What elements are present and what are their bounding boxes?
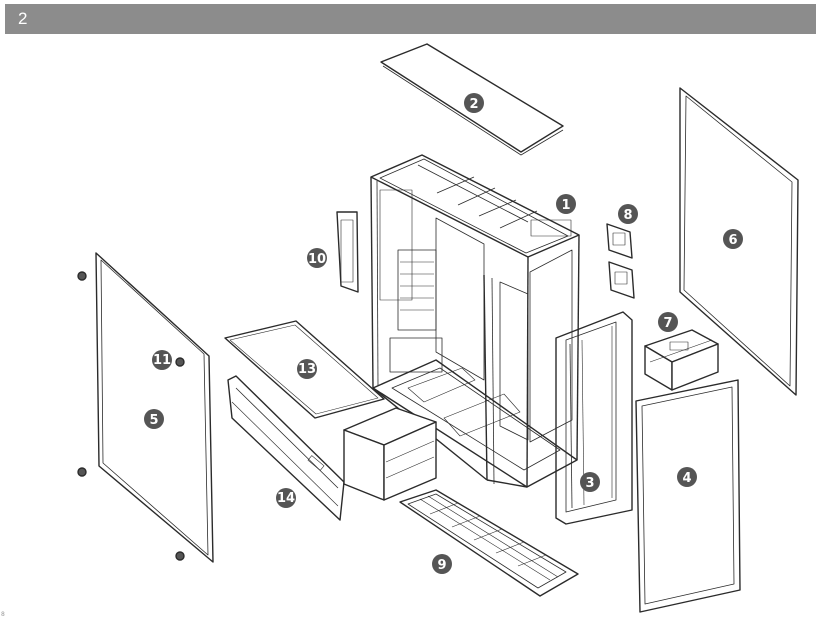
- callout-11: 11: [152, 350, 172, 370]
- svg-text:4: 4: [682, 471, 691, 486]
- svg-text:10: 10: [308, 252, 326, 267]
- svg-text:14: 14: [277, 491, 295, 506]
- callout-6: 6: [723, 229, 743, 249]
- svg-text:3: 3: [585, 476, 594, 491]
- small-bracket: [336, 211, 359, 293]
- section-header-bar: 2: [5, 4, 816, 34]
- callout-9: 9: [432, 554, 452, 574]
- callout-10: 10: [307, 248, 327, 268]
- section-number: 2: [18, 9, 28, 28]
- svg-text:5: 5: [149, 413, 158, 428]
- svg-text:8: 8: [623, 208, 632, 223]
- svg-text:13: 13: [298, 362, 316, 377]
- callout-1: 1: [556, 194, 576, 214]
- chassis: [370, 154, 580, 488]
- left-side-panel: [77, 252, 214, 563]
- svg-text:9: 9: [437, 558, 446, 573]
- callout-8: 8: [618, 204, 638, 224]
- callout-3: 3: [580, 472, 600, 492]
- callout-4: 4: [677, 467, 697, 487]
- psu-shroud-side: [227, 375, 345, 521]
- svg-text:2: 2: [469, 97, 478, 112]
- svg-text:7: 7: [663, 316, 672, 331]
- svg-text:11: 11: [153, 353, 171, 368]
- glass-side-panel: [635, 379, 741, 613]
- callout-13: 13: [297, 359, 317, 379]
- corner-mark: 8: [1, 611, 5, 618]
- front-panel: [555, 311, 633, 525]
- drive-cage-small: [644, 329, 719, 391]
- callout-7: 7: [658, 312, 678, 332]
- callout-2: 2: [464, 93, 484, 113]
- callout-5: 5: [144, 409, 164, 429]
- svg-text:1: 1: [561, 198, 570, 213]
- callout-14: 14: [276, 488, 296, 508]
- svg-text:6: 6: [728, 233, 737, 248]
- hdd-cage: [343, 407, 437, 501]
- right-side-panel: [679, 87, 799, 396]
- dust-filter: [399, 489, 579, 597]
- ssd-brackets: [606, 223, 635, 299]
